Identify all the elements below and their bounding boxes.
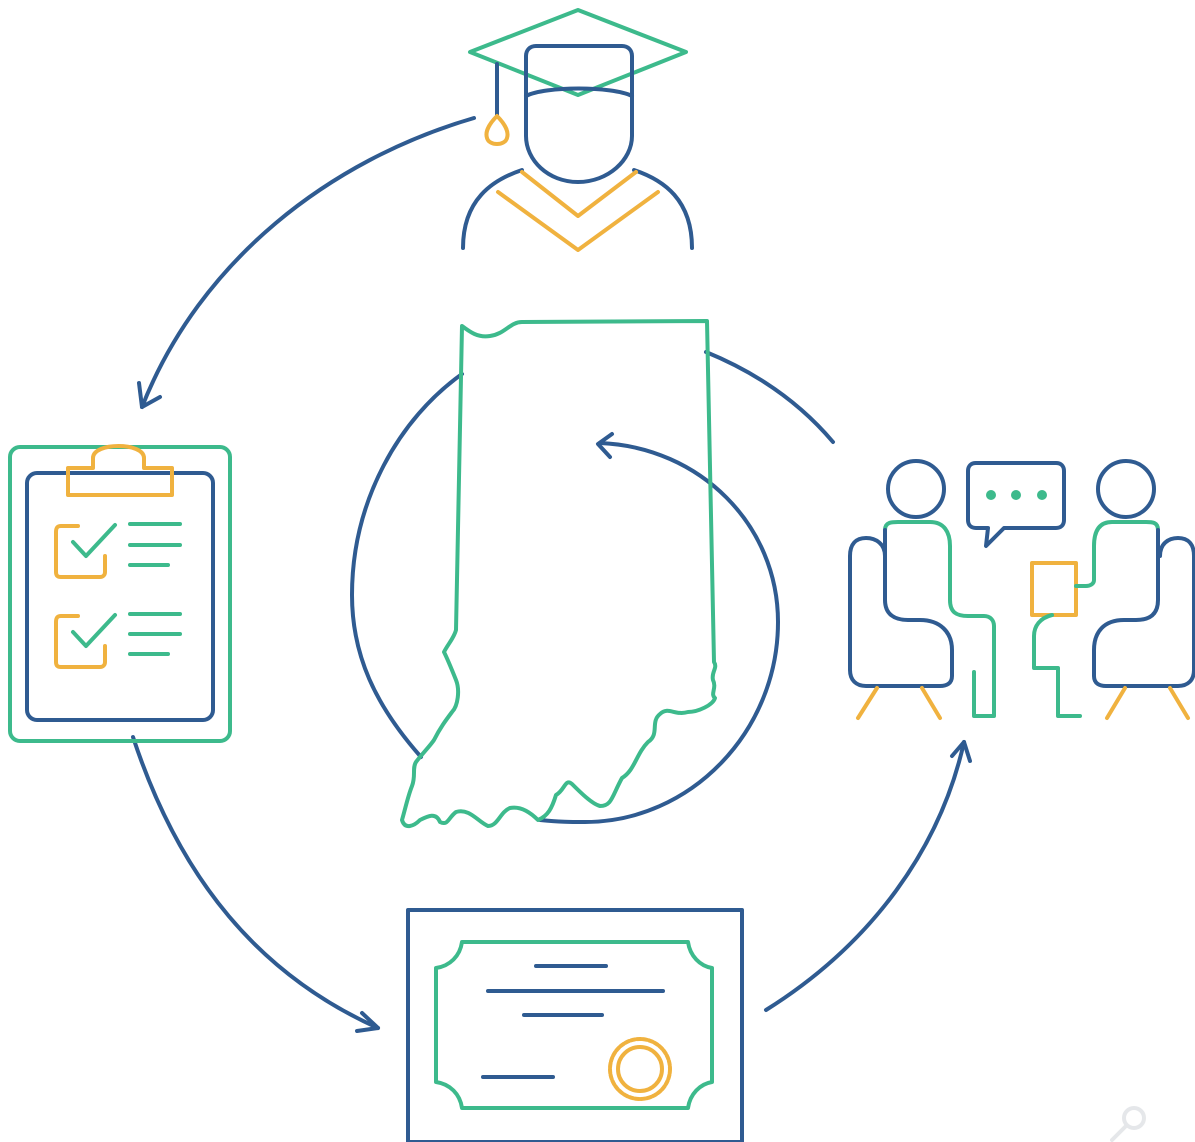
graduate-icon <box>461 8 694 252</box>
cycle-arrows <box>131 116 972 1033</box>
arrow-graduate-to-checklist <box>140 116 476 409</box>
two-people-meeting-icon <box>848 459 1195 720</box>
arrowhead-certificate <box>355 1011 380 1033</box>
arrowhead-conversation <box>950 740 972 763</box>
arrow-conversation-to-center <box>704 350 835 444</box>
indiana-state-outline-icon <box>400 319 718 828</box>
arrow-checklist-to-certificate <box>131 735 380 1030</box>
certificate-icon <box>406 908 744 1142</box>
arrowhead-checklist <box>137 381 162 409</box>
arrow-certificate-to-conversation <box>764 740 966 1012</box>
clipboard-checklist-icon <box>8 444 232 743</box>
corner-watermark-icon <box>1110 1106 1146 1142</box>
